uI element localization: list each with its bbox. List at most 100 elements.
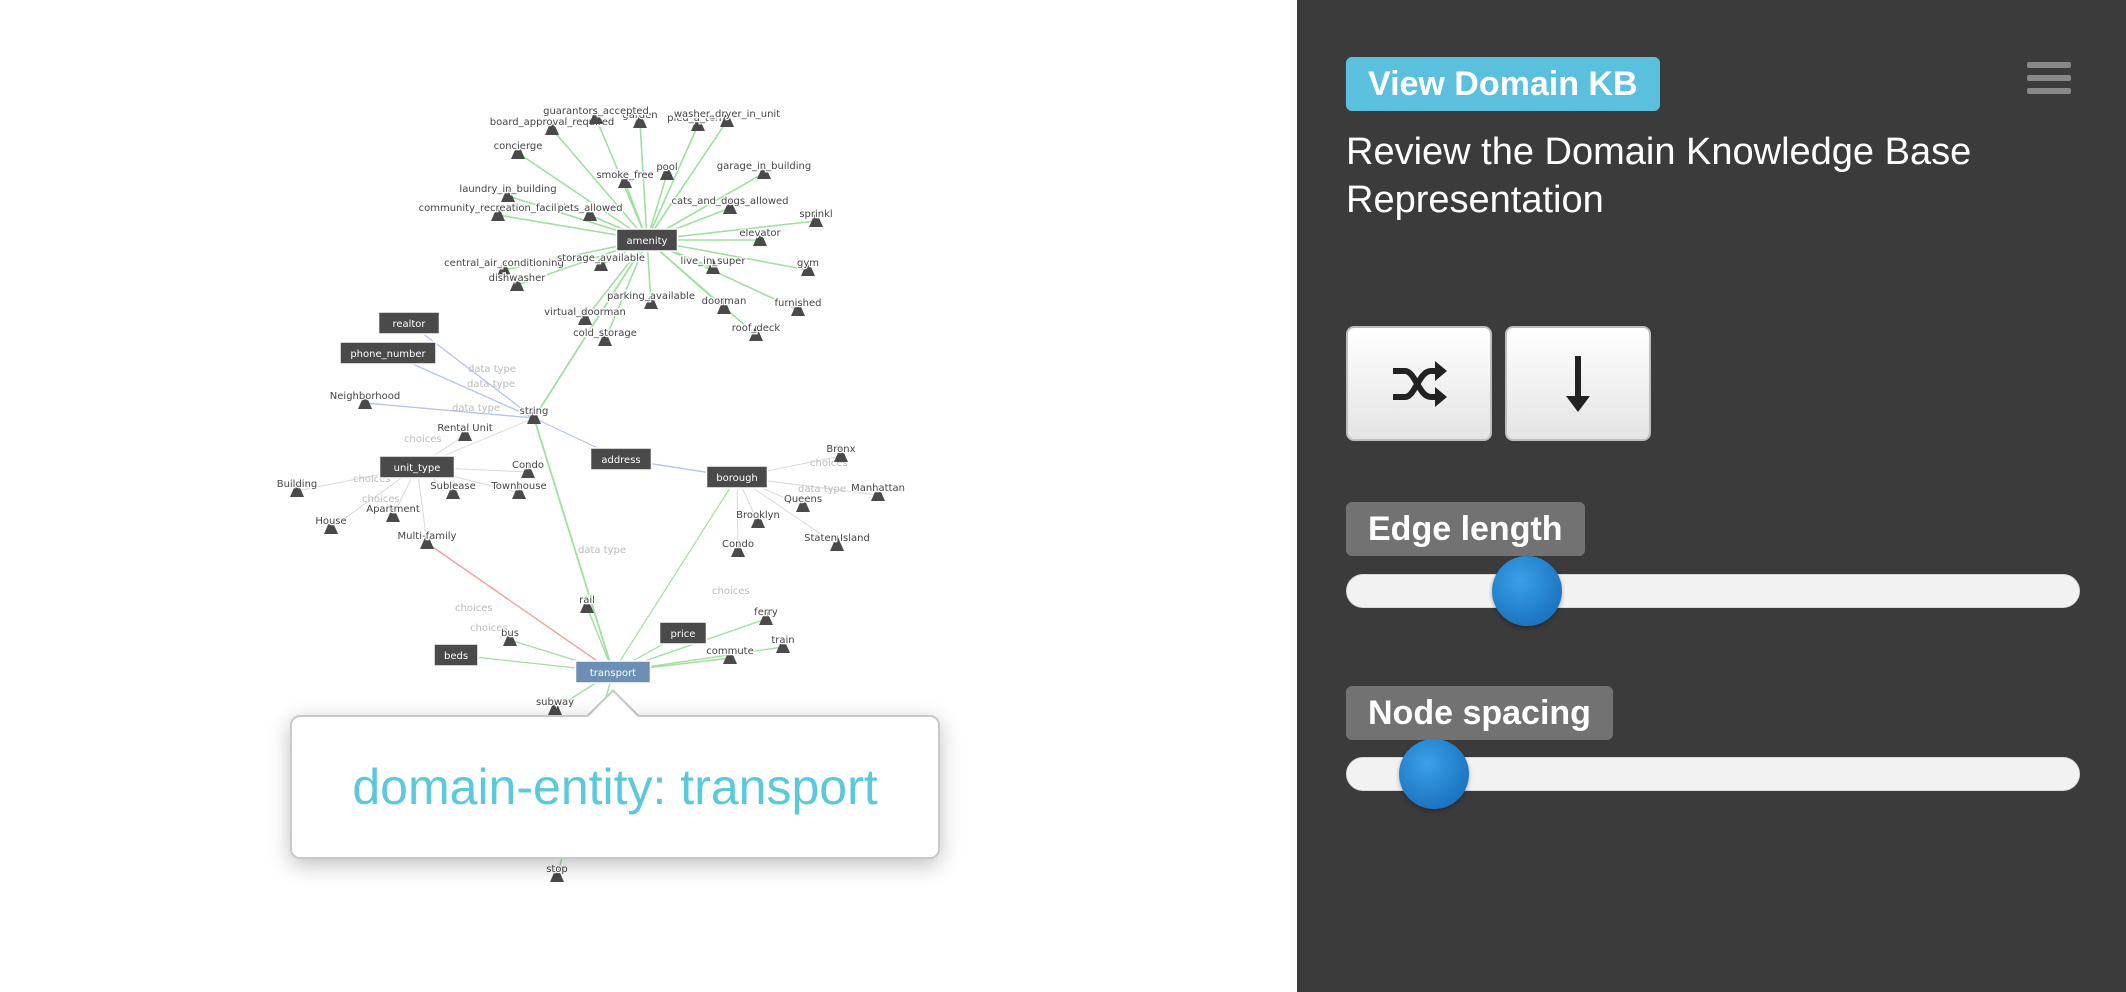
node-spacing-slider-thumb[interactable] <box>1399 739 1470 809</box>
svg-text:sprinkl: sprinkl <box>799 209 832 220</box>
graph-node-value[interactable]: bus <box>500 627 520 646</box>
graph-node-entity[interactable]: beds <box>433 643 479 667</box>
graph-node-value[interactable]: Rental Unit <box>436 422 494 441</box>
svg-text:commute: commute <box>706 646 754 657</box>
graph-node-value[interactable]: Brooklyn <box>735 509 781 528</box>
graph-node-entity[interactable]: borough <box>705 465 769 489</box>
graph-node-entity[interactable]: phone_number <box>339 341 437 365</box>
graph-node-value[interactable]: garden <box>621 109 659 128</box>
svg-text:House: House <box>315 516 346 527</box>
graph-node-value[interactable]: Neighborhood <box>329 390 401 409</box>
graph-node-value[interactable]: Condo <box>721 538 755 557</box>
graph-node-value[interactable]: rail <box>578 594 596 613</box>
graph-node-value[interactable]: dishwasher <box>487 272 548 291</box>
graph-node-value[interactable]: roof_deck <box>731 322 782 341</box>
svg-text:board_approval_required: board_approval_required <box>490 117 614 128</box>
svg-text:subway: subway <box>536 697 574 708</box>
graph-node-value[interactable]: smoke_free <box>595 169 655 188</box>
graph-edge <box>646 120 728 241</box>
panel-description: Review the Domain Knowledge Base Represe… <box>1346 131 1972 221</box>
svg-text:ferry: ferry <box>754 607 778 618</box>
side-panel: View Domain KB Review the Domain Knowled… <box>1297 0 2126 992</box>
graph-node-value[interactable]: subway <box>535 696 575 715</box>
graph-node-value[interactable]: gym <box>796 257 820 276</box>
graph-node-value[interactable]: Apartment <box>365 503 421 522</box>
graph-node-value[interactable]: board_approval_required <box>489 116 615 135</box>
graph-node-value[interactable]: elevator <box>738 227 783 246</box>
svg-text:parking_available: parking_available <box>607 291 695 302</box>
graph-node-value[interactable]: Multi-family <box>396 530 458 549</box>
edge-label: choices <box>712 586 750 597</box>
graph-node-value[interactable]: House <box>314 515 348 534</box>
node-spacing-label: Node spacing <box>1346 686 1613 740</box>
graph-node-entity[interactable]: address <box>589 447 653 471</box>
graph-node-value[interactable]: Staten Island <box>803 532 871 551</box>
svg-text:Sublease: Sublease <box>430 481 475 492</box>
graph-node-value[interactable]: storage_available <box>556 252 646 271</box>
svg-text:doorman: doorman <box>702 296 747 307</box>
graph-node-value[interactable]: cold_storage <box>572 327 638 346</box>
edge-length-slider-thumb[interactable] <box>1492 556 1563 626</box>
graph-node-value[interactable]: washer_dryer_in_unit <box>673 108 781 127</box>
graph-node-entity[interactable]: amenity <box>615 228 679 252</box>
svg-text:elevator: elevator <box>739 228 781 239</box>
graph-node-value[interactable]: Queens <box>783 493 823 512</box>
svg-text:unit_type: unit_type <box>394 463 441 474</box>
graph-node-value[interactable]: string <box>518 405 550 424</box>
graph-node-value[interactable]: stop <box>545 863 569 882</box>
graph-node-value[interactable]: live_in_super <box>679 255 748 274</box>
graph-node-value[interactable]: parking_available <box>606 290 696 309</box>
svg-text:beds: beds <box>444 651 468 662</box>
svg-text:smoke_free: smoke_free <box>596 170 653 181</box>
svg-text:rail: rail <box>579 595 595 606</box>
svg-text:laundry_in_building: laundry_in_building <box>459 184 556 195</box>
svg-text:stop: stop <box>546 864 568 875</box>
graph-node-value[interactable]: pool <box>655 161 679 180</box>
graph-edge <box>416 466 428 544</box>
graph-node-value[interactable]: Manhattan <box>850 482 906 501</box>
svg-text:guarantors_accepted: guarantors_accepted <box>543 106 649 117</box>
graph-node-value[interactable]: pets_allowed <box>556 202 624 221</box>
graph-node-entity[interactable]: unit_type <box>378 455 456 479</box>
svg-text:Bronx: Bronx <box>826 444 855 455</box>
hamburger-menu-icon[interactable] <box>2027 62 2071 100</box>
edge-label: choices <box>404 434 442 445</box>
graph-node-value[interactable]: furnished <box>773 297 823 316</box>
download-button[interactable] <box>1505 326 1651 441</box>
graph-node-entity[interactable]: transport <box>574 660 652 684</box>
svg-text:bus: bus <box>501 628 519 639</box>
graph-node-value[interactable]: community_recreation_facilities <box>417 202 579 221</box>
graph-node-value[interactable]: Bronx <box>825 443 857 462</box>
graph-node-value[interactable]: train <box>770 634 796 653</box>
graph-node-value[interactable]: garage_in_building <box>716 160 812 179</box>
graph-node-value[interactable]: guarantors_accepted <box>542 105 650 124</box>
graph-node-value[interactable]: concierge <box>492 140 544 159</box>
graph-node-value[interactable]: Condo <box>511 459 545 478</box>
edge-label: choices <box>353 474 391 485</box>
svg-text:address: address <box>601 455 640 466</box>
tooltip-arrow-inner <box>588 692 638 717</box>
graph-node-entity[interactable]: price <box>658 621 708 645</box>
shuffle-button[interactable] <box>1346 326 1492 441</box>
svg-text:Multi-family: Multi-family <box>398 531 457 542</box>
graph-node-value[interactable]: Building <box>275 478 319 497</box>
graph-node-value[interactable]: pied_a_terre <box>666 112 730 131</box>
graph-node-value[interactable]: doorman <box>700 295 748 314</box>
svg-text:Manhattan: Manhattan <box>851 483 905 494</box>
graph-node-value[interactable]: sprinkl <box>798 208 834 227</box>
graph-node-value[interactable]: central_air_conditioning <box>443 257 565 276</box>
graph-node-value[interactable]: virtual_doorman <box>543 306 627 325</box>
graph-node-value[interactable]: laundry_in_building <box>458 183 558 202</box>
graph-node-value[interactable]: Townhouse <box>489 480 548 499</box>
edge-length-slider[interactable] <box>1346 574 2080 608</box>
graph-node-value[interactable]: Sublease <box>429 480 477 499</box>
graph-node-entity[interactable]: realtor <box>377 311 441 335</box>
svg-text:cats_and_dogs_allowed: cats_and_dogs_allowed <box>671 196 788 207</box>
graph-node-value[interactable]: commute <box>705 645 755 664</box>
download-arrow-icon <box>1566 355 1590 412</box>
svg-text:Queens: Queens <box>784 494 822 505</box>
graph-edge <box>426 542 614 673</box>
graph-node-value[interactable]: cats_and_dogs_allowed <box>670 195 790 214</box>
graph-node-value[interactable]: ferry <box>753 606 779 625</box>
